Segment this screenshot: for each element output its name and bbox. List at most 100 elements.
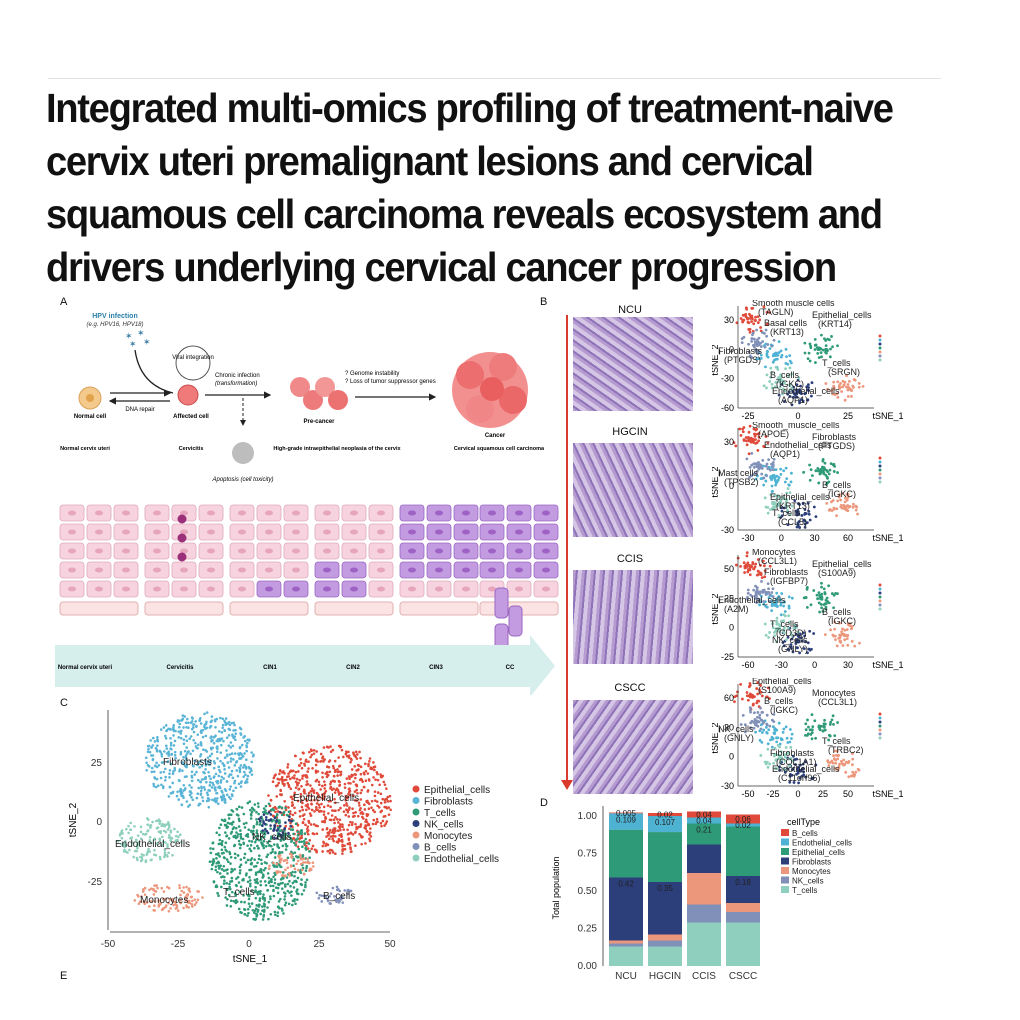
tsne-point: [827, 584, 831, 588]
tsne-point: [278, 768, 282, 772]
tsne-point: [287, 902, 291, 906]
tsne-point: [154, 853, 158, 857]
tsne-point: [763, 575, 767, 579]
tsne-point: [304, 837, 308, 841]
tsne-point: [829, 720, 833, 724]
tsne-point: [358, 832, 361, 836]
tsne-point: [255, 915, 258, 918]
tsne-point: [267, 844, 271, 847]
tsne-point: [232, 899, 236, 903]
tsne-point: [810, 381, 814, 385]
tsne-point: [287, 810, 291, 814]
tsne-point: [758, 688, 761, 692]
tsne-point: [272, 861, 275, 865]
tsne-point: [275, 807, 278, 811]
tsne-point: [221, 723, 225, 727]
tsne-point: [387, 813, 391, 816]
tsne-point: [217, 774, 221, 778]
tsne-point: [160, 761, 164, 764]
tsne-point: [245, 833, 249, 837]
tsne-point: [154, 746, 158, 750]
tsne-point: [185, 739, 189, 743]
tsne-point: [204, 727, 207, 731]
prog-cin1: CIN1: [263, 665, 277, 671]
tsne-point: [184, 899, 188, 902]
tsne-point: [133, 899, 137, 902]
tsne-point: [182, 783, 186, 787]
tsne-point: [379, 775, 383, 779]
tsne-point: [162, 840, 165, 844]
tsne-point: [144, 860, 148, 864]
tsne-point: [199, 753, 203, 756]
tsne-point: [281, 844, 285, 848]
tsne-point: [388, 794, 392, 798]
tsne-point: [835, 514, 838, 518]
tsne-point: [229, 760, 233, 763]
tsne-point: [238, 819, 241, 823]
tsne-point: [209, 847, 212, 850]
tsne-point: [269, 912, 273, 916]
tsne-point: [346, 842, 350, 846]
tsne-point: [143, 899, 146, 903]
tsne-point: [354, 811, 357, 814]
bar-segment: [648, 832, 682, 882]
tsne-point: [185, 746, 189, 749]
tsne-point: [747, 350, 751, 354]
tsne-point: [148, 888, 151, 892]
tsne-point: [750, 463, 754, 467]
tsne-point: [783, 480, 787, 484]
tsne-point: [250, 773, 254, 776]
tsne-point: [839, 760, 843, 763]
tsne-point: [338, 783, 342, 787]
tsne-point: [157, 764, 161, 767]
tsne-point: [795, 383, 799, 387]
tsne-point: [202, 748, 205, 751]
tsne-point: [337, 744, 341, 748]
tsne-point: [145, 901, 149, 904]
b-cluster-label: Smooth muscle cells(TAGLN): [752, 300, 835, 317]
tsne-point: [773, 630, 776, 634]
tsne-point: [250, 840, 254, 843]
tsne-point: [247, 902, 251, 905]
tsne-point: [250, 861, 254, 865]
tsne-point: [848, 505, 852, 508]
tsne-point: [180, 718, 184, 722]
tsne-point: [842, 506, 846, 510]
tsne-point: [306, 830, 309, 834]
tsne-point: [294, 770, 298, 774]
tsne-point: [230, 867, 234, 871]
tsne-point: [308, 850, 311, 853]
tsne-point: [833, 627, 837, 631]
tsne-point: [177, 835, 180, 839]
tsne-point: [808, 342, 812, 346]
tsne-point: [162, 855, 166, 859]
tsne-point: [253, 911, 256, 915]
b-xtick: 60: [843, 533, 853, 543]
tsne-point: [323, 758, 326, 761]
cancer-label: Cancer: [485, 433, 506, 439]
tsne-point: [826, 387, 830, 391]
tsne-point: [795, 392, 799, 396]
tsne-point: [804, 775, 808, 779]
tsne-point: [797, 781, 800, 785]
tsne-point: [803, 519, 807, 523]
tsne-point: [804, 512, 808, 516]
tsne-point: [759, 345, 763, 348]
legend-swatch: [412, 797, 420, 804]
tsne-point: [782, 604, 786, 608]
tsne-point: [234, 786, 238, 790]
tsne-point: [282, 833, 285, 837]
tsne-point: [212, 798, 216, 802]
tsne-point: [366, 790, 370, 793]
tsne-point: [740, 697, 744, 701]
tsne-point: [221, 791, 224, 794]
tsne-point: [356, 826, 359, 830]
tsne-point: [184, 896, 187, 899]
tsne-point: [280, 806, 284, 809]
tsne-point: [382, 780, 386, 784]
tsne-point: [333, 827, 337, 830]
tsne-point: [762, 476, 766, 480]
tsne-point: [130, 836, 134, 839]
tsne-point: [791, 389, 795, 393]
tsne-point: [769, 366, 773, 370]
